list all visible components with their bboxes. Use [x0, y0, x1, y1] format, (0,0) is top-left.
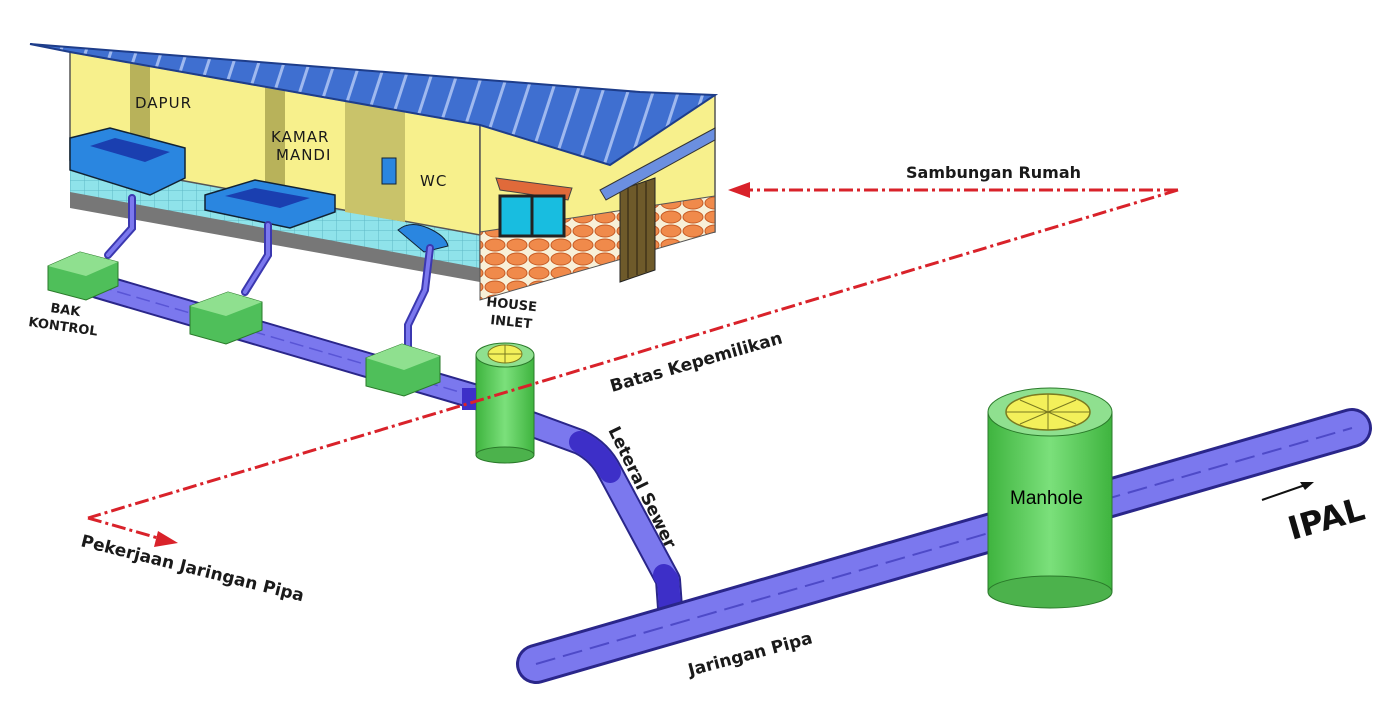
annotation-arrows: [87, 188, 1179, 542]
bak-kontrol-3: [365, 343, 441, 397]
bak-kontrol-2: [189, 291, 263, 345]
wall-partition: [345, 98, 405, 222]
label-batas-kepemilikan: Batas Kepemilikan: [608, 328, 785, 396]
arrowhead-icon: [728, 182, 750, 198]
lateral-sewer-pipe: [507, 407, 683, 621]
label-bak: BAK: [49, 301, 82, 320]
bak-kontrol-1: [47, 251, 119, 301]
manhole: Manhole: [987, 387, 1113, 609]
house-foundation: [70, 190, 480, 282]
label-pekerjaan-jaringan-pipa: Pekerjaan Jaringan Pipa: [79, 531, 306, 606]
label-ipal: IPAL: [1284, 490, 1369, 548]
wc-toilet: [397, 224, 449, 253]
label-sambungan-rumah: Sambungan Rumah: [906, 163, 1081, 182]
room-label-mandi: MANDI: [276, 146, 331, 164]
label-inlet: INLET: [490, 313, 533, 332]
door-canopy: [599, 127, 716, 201]
wall-partition: [265, 84, 285, 202]
house-inlet: [462, 342, 535, 464]
arrowhead-icon: [154, 531, 178, 547]
label-house: HOUSE: [486, 295, 538, 315]
roof: [29, 43, 719, 167]
ipal-direction-icon: [1261, 483, 1309, 501]
house: DAPUR KAMAR MANDI WC: [29, 43, 719, 301]
room-label-wc: WC: [420, 172, 447, 190]
label-kontrol-text: KONTROL: [27, 315, 98, 340]
label-jaringan-pipa: Jaringan Pipa: [685, 628, 814, 681]
bath-tub-basin: [225, 188, 310, 208]
manhole-label: Manhole: [1010, 488, 1083, 509]
room-label-dapur: DAPUR: [135, 94, 192, 112]
main-sewer-pipe: [516, 408, 1372, 684]
arrow-batas-kepemilikan: [87, 188, 1179, 520]
wc-cistern: [381, 157, 397, 185]
arrow-pekerjaan-jaringan-pipa: [87, 516, 166, 542]
room-label-kamar: KAMAR: [271, 128, 329, 146]
kitchen-sink-basin: [90, 138, 170, 162]
